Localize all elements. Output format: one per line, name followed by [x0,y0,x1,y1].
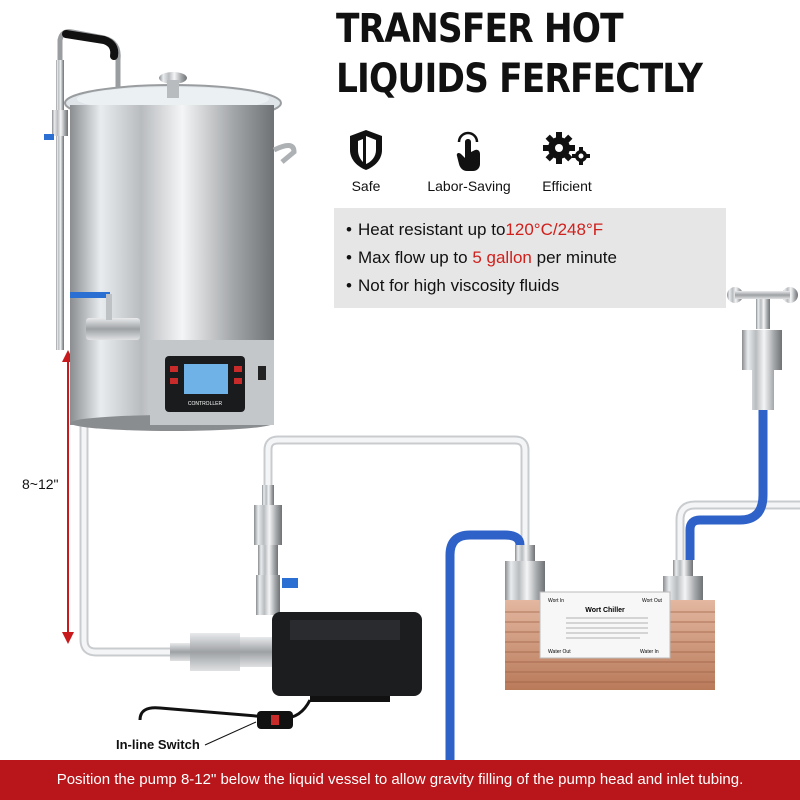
feature-label-safe: Safe [351,178,381,194]
spec-text: Heat resistant up to [358,220,506,239]
chiller-label-water-in: Water In [640,649,659,655]
controller-label: CONTROLLER [188,401,223,407]
chiller-label-wort-out: Wort Out [642,598,663,604]
chiller-title: Wort Chiller [585,607,625,614]
wort-out-hose [675,500,800,560]
feature-label-efficient: Efficient [542,178,592,194]
headline: TRANSFER HOT LIQUIDS FERFECTLY [336,4,732,104]
feature-labor-saving: Labor-Saving [414,128,524,194]
water-in-hose [685,410,768,560]
spec-highlight: 5 gallon [472,248,532,267]
spec-suffix: per minute [531,248,617,267]
brew-kettle: CONTROLLER [44,29,297,431]
water-out-hose [445,530,525,760]
hand-touch-icon [456,131,480,171]
inline-switch-label: In-line Switch [116,737,200,752]
water-faucet [727,287,798,410]
headline-line-1: TRANSFER HOT [336,6,624,52]
spec-item-viscosity: •Not for high viscosity fluids [346,276,560,295]
gears-icon [543,132,590,165]
feature-safe: Safe [311,128,421,194]
spec-text: Not for high viscosity fluids [358,276,560,295]
spec-text: Max flow up to [358,248,473,267]
feature-efficient: Efficient [512,128,622,194]
pump-setup-illustration: CONTROLLER [44,29,800,760]
spec-list: •Heat resistant up to120°C/248°F •Max fl… [334,208,726,308]
headline-line-2: LIQUIDS FERFECTLY [336,56,703,102]
magnetic-pump [138,485,422,746]
shield-icon [350,130,382,170]
wort-chiller: Wort In Wort Out Wort Chiller Water Out … [505,545,715,690]
bottom-banner: Position the pump 8-12" below the liquid… [0,760,800,800]
chiller-label-wort-in: Wort In [548,598,564,604]
outlet-hose [263,435,530,545]
spec-highlight: 120°C/248°F [505,220,604,239]
spec-item-heat: •Heat resistant up to120°C/248°F [346,220,604,239]
height-label: 8~12" [22,476,59,492]
spec-item-flow: •Max flow up to 5 gallon per minute [346,248,617,267]
chiller-label-water-out: Water Out [548,649,571,655]
feature-label-labor-saving: Labor-Saving [427,178,511,194]
